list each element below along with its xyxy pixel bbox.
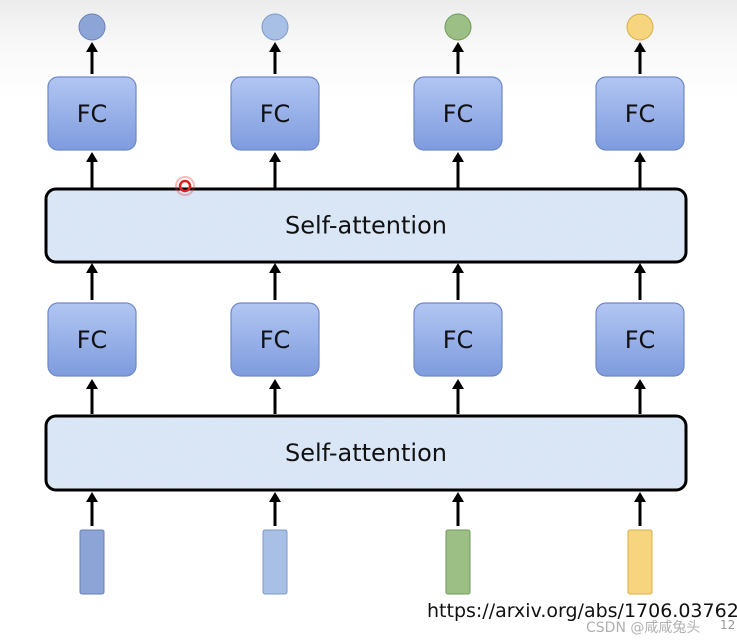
arrows-layer [86, 42, 646, 526]
arrow-fc2-to-output-1-head [269, 42, 281, 52]
fc-box-upper-1 [230, 76, 320, 151]
arrow-fc1-to-sa2-3-head [634, 263, 646, 273]
input-vector-3 [627, 529, 653, 595]
fc-box-lower-2 [413, 302, 503, 377]
arrow-fc2-to-output-3-head [634, 42, 646, 52]
arrow-input-to-sa1-3-head [634, 492, 646, 502]
arrow-sa2-to-fc2-1-head [269, 152, 281, 162]
self-attention-block-upper-texture [48, 191, 684, 260]
input-vector-0 [79, 529, 105, 595]
input-vector-1 [262, 529, 288, 595]
arrow-sa2-to-fc2-0-head [86, 152, 98, 162]
pointer-dot [178, 179, 192, 193]
arrow-sa2-to-fc2-3-head [634, 152, 646, 162]
reference-url[interactable]: https://arxiv.org/abs/1706.03762 [427, 600, 737, 622]
arrow-sa1-to-fc1-1-head [269, 379, 281, 389]
fc-box-upper-3 [595, 76, 685, 151]
fc-box-lower-0 [47, 302, 137, 377]
corner-number: 12 [720, 618, 736, 632]
output-vector-1 [261, 13, 289, 41]
fc-box-upper-3-label: FC [625, 100, 656, 128]
arrow-sa1-to-fc1-3-head [634, 379, 646, 389]
arrow-fc1-to-sa2-1-head [269, 263, 281, 273]
csdn-watermark: CSDN @咸咸兔头 [586, 620, 701, 636]
arrow-sa2-to-fc2-2-head [452, 152, 464, 162]
fc-box-upper-2 [413, 76, 503, 151]
boxes-layer [44, 13, 688, 595]
self-attention-block-upper-label: Self-attention [285, 212, 447, 240]
arrow-fc2-to-output-0-head [86, 42, 98, 52]
output-vector-2 [444, 13, 472, 41]
arrow-fc2-to-output-2-head [452, 42, 464, 52]
fc-box-lower-3-label: FC [625, 326, 656, 354]
fc-box-upper-1-label: FC [260, 100, 291, 128]
output-vector-3 [626, 13, 654, 41]
arrow-fc1-to-sa2-0-head [86, 263, 98, 273]
fc-box-upper-2-label: FC [443, 100, 474, 128]
labels-layer: Self-attentionSelf-attentionFCFCFCFCFCFC… [77, 100, 656, 467]
fc-box-upper-0-label: FC [77, 100, 108, 128]
fc-box-lower-3 [595, 302, 685, 377]
pointer-dot-glow [175, 176, 195, 196]
arrow-fc1-to-sa2-2-head [452, 263, 464, 273]
fc-box-upper-0 [47, 76, 137, 151]
fc-box-lower-0-label: FC [77, 326, 108, 354]
fc-box-lower-1-label: FC [260, 326, 291, 354]
arrow-sa1-to-fc1-2-head [452, 379, 464, 389]
self-attention-block-lower-label: Self-attention [285, 439, 447, 467]
arrow-input-to-sa1-2-head [452, 492, 464, 502]
arrow-input-to-sa1-1-head [269, 492, 281, 502]
arrow-input-to-sa1-0-head [86, 492, 98, 502]
fc-box-lower-1 [230, 302, 320, 377]
fc-box-lower-2-label: FC [443, 326, 474, 354]
input-vector-2 [445, 529, 471, 595]
output-vector-0 [78, 13, 106, 41]
self-attention-block-lower-texture [48, 418, 684, 488]
arrow-sa1-to-fc1-0-head [86, 379, 98, 389]
